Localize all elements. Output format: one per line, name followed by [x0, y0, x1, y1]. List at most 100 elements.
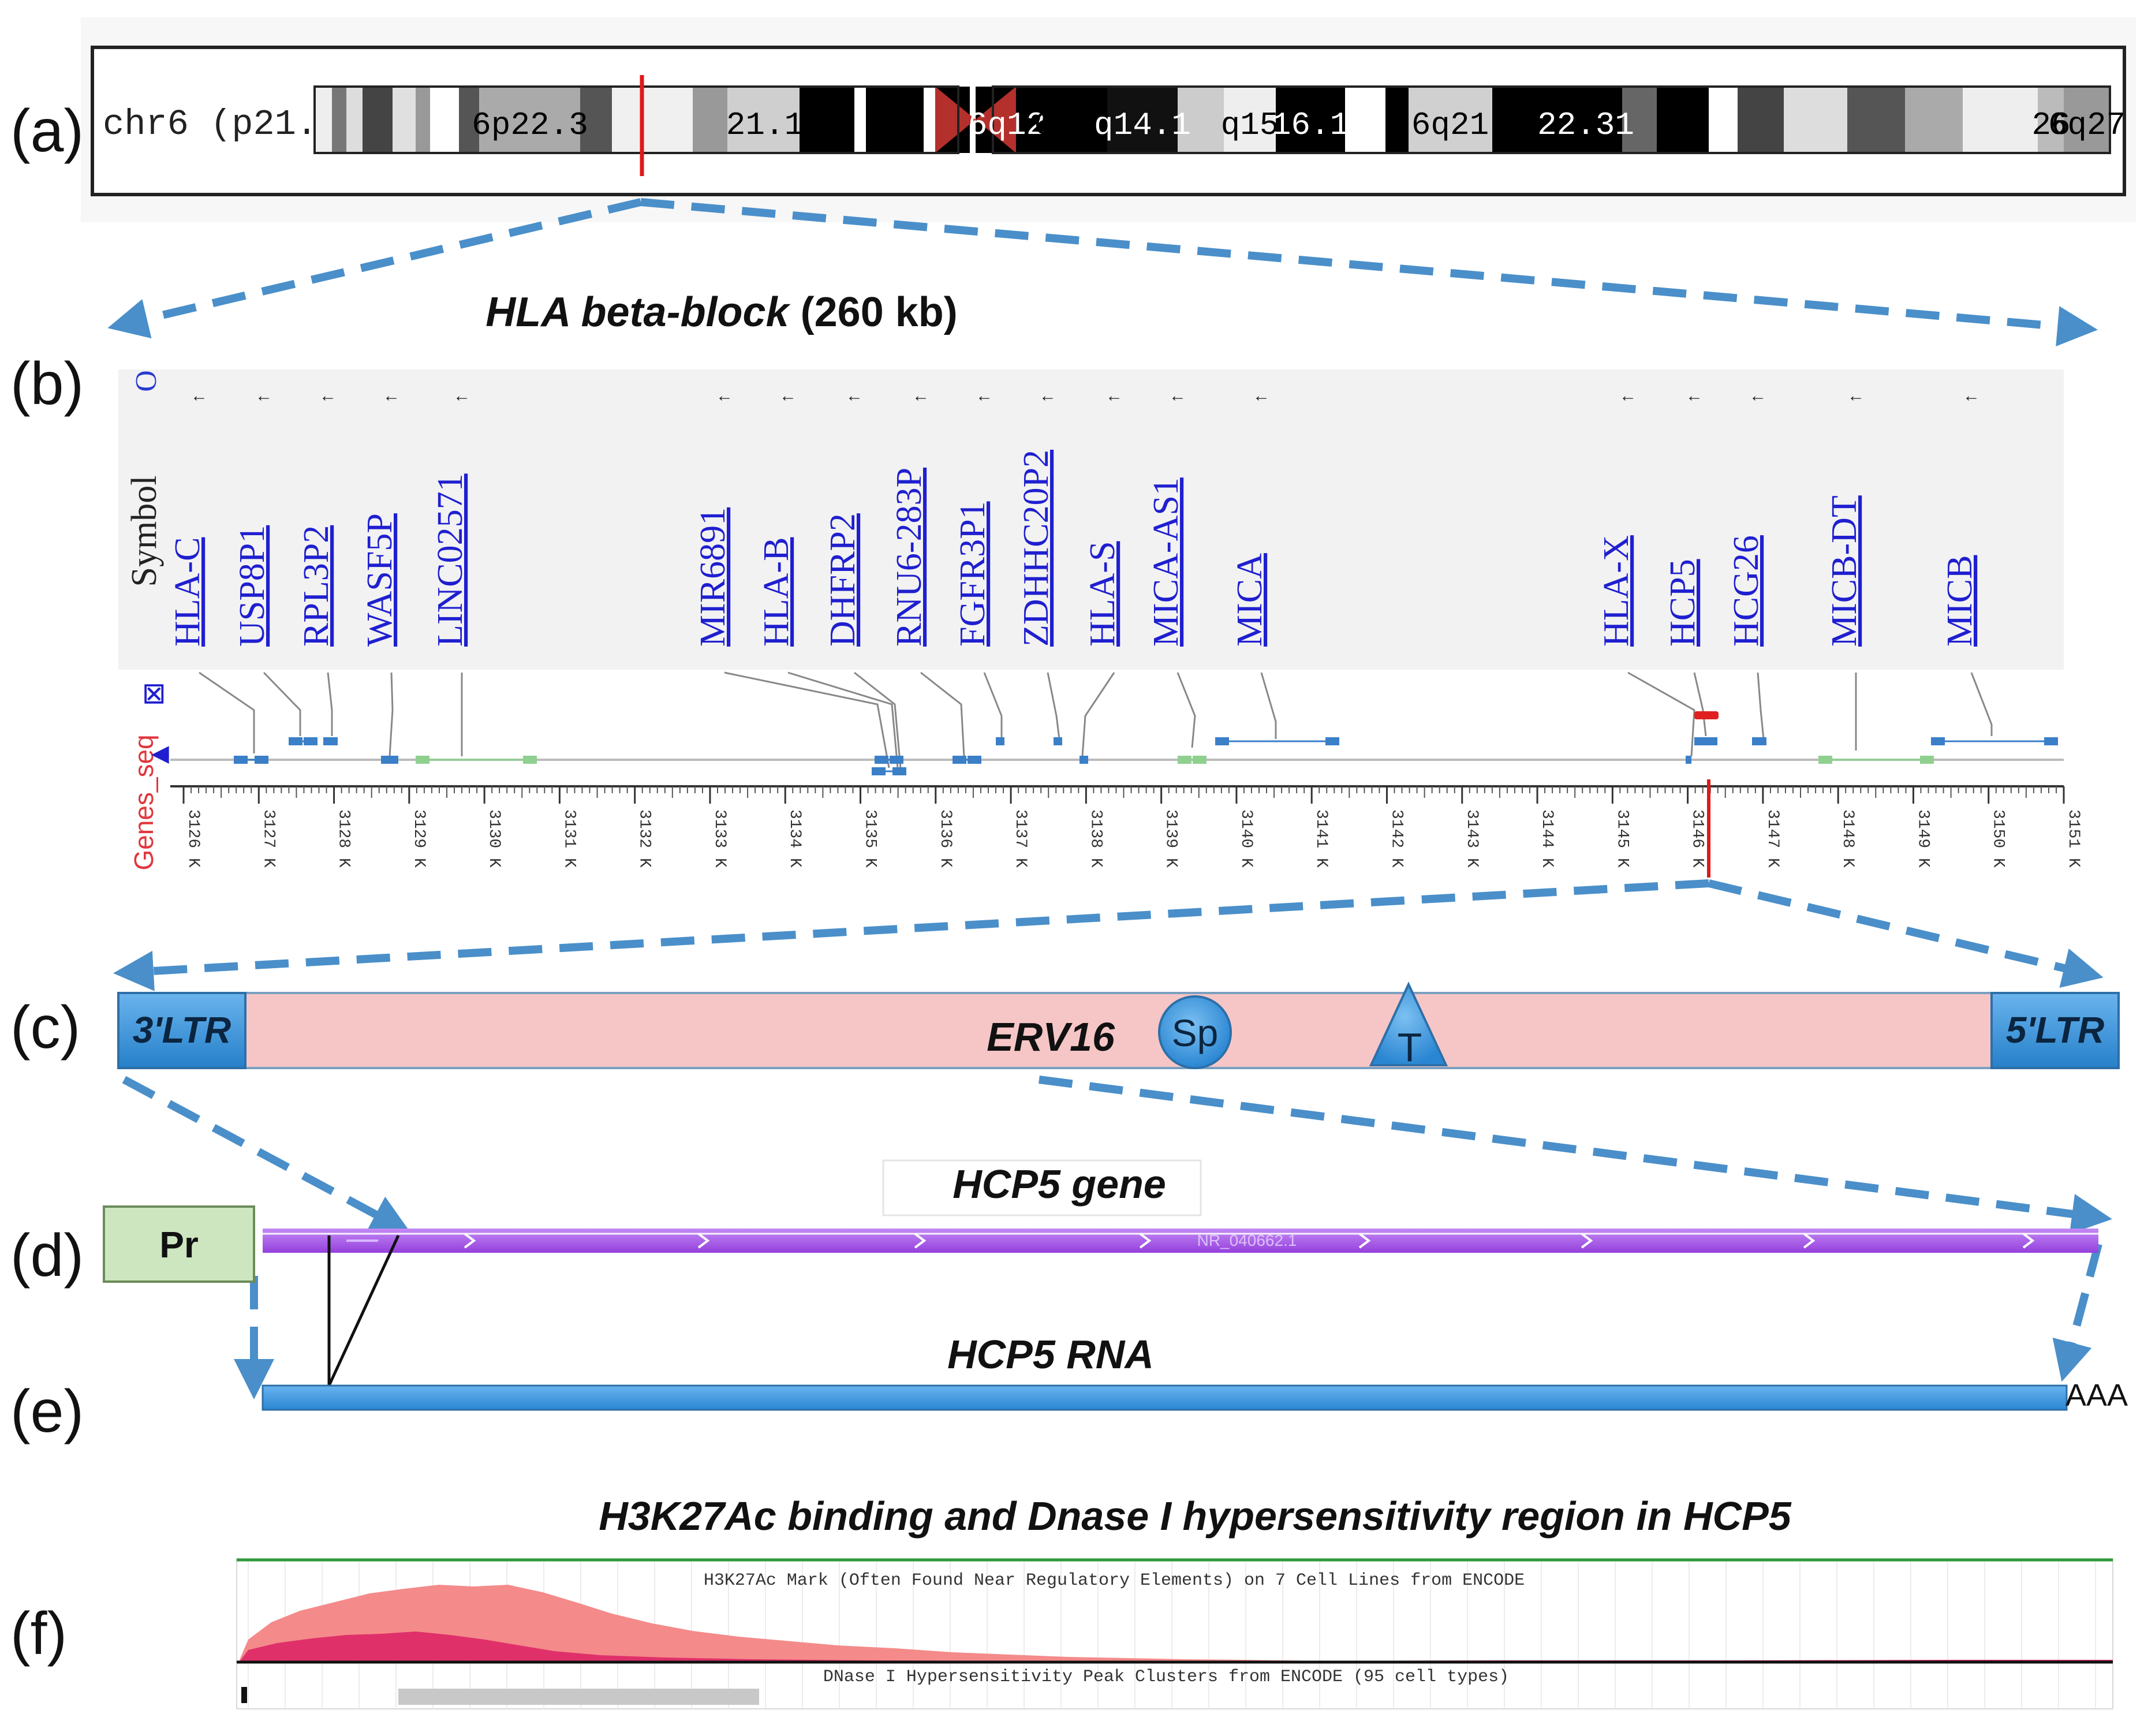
chromosome-band	[580, 87, 612, 153]
axis-tick-label: 3148 K	[1839, 809, 1857, 868]
axis-tick-label: 3126 K	[184, 809, 202, 868]
gene-map-panel: O Symbol Genes_seq ☒ ◀ HLA-C←USP8P1←RPL3…	[118, 369, 2082, 878]
strand-chevron-icon	[1358, 1233, 1371, 1249]
zoom-lines-c-to-d	[122, 1076, 2112, 1399]
strand-chevron-icon	[1581, 1233, 1593, 1249]
chromosome-band	[2038, 87, 2064, 153]
strand-arrow-icon: ←	[319, 386, 337, 405]
chromosome-band	[1622, 87, 1657, 153]
gene-exon	[1686, 756, 1691, 764]
gene-symbol-link[interactable]: HLA-S	[1083, 541, 1122, 647]
chromosome-band	[1738, 87, 1784, 153]
gene-connector	[1970, 672, 1993, 736]
chromosome-band	[1905, 87, 1963, 153]
symbol-label: Symbol	[125, 476, 164, 587]
gene-exon	[523, 756, 537, 764]
axis-tick-label: 3140 K	[1237, 809, 1255, 868]
centromere-left	[935, 87, 976, 153]
gene-symbol-link[interactable]: LINC02571	[431, 473, 470, 647]
gene-symbol-link[interactable]: MICB-DT	[1825, 495, 1864, 647]
gene-exon	[1080, 756, 1088, 764]
strand-arrow-icon: ←	[1749, 386, 1766, 405]
gene-exon	[968, 756, 981, 764]
strand-arrow-icon: ←	[255, 386, 272, 405]
gene-symbol-link[interactable]: DHFRP2	[823, 513, 862, 647]
gene-symbol-link[interactable]: MICA	[1230, 553, 1269, 647]
strand-arrow-icon: ←	[1169, 386, 1186, 405]
encode-panel: H3K27Ac binding and Dnase I hypersensiti…	[236, 1494, 2113, 1709]
gene-symbol-link[interactable]: MICB	[1940, 555, 1979, 647]
gene-symbol-link[interactable]: FGFR3P1	[953, 501, 992, 647]
strand-arrow-icon: ←	[1619, 386, 1637, 405]
close-icon[interactable]: ☒	[143, 681, 165, 709]
strand-arrow-icon: ←	[716, 386, 733, 405]
centromere-right	[976, 87, 1016, 153]
strand-arrow-icon: ←	[1039, 386, 1056, 405]
chromosome-band-label: 6p22.3	[472, 107, 588, 144]
gene-exon	[416, 756, 429, 764]
chromosome-band	[1550, 87, 1622, 153]
chromosome-band	[727, 87, 800, 153]
chromosome-band	[479, 87, 580, 153]
gene-exon	[1753, 737, 1766, 745]
gene-symbol-link[interactable]: USP8P1	[233, 525, 272, 647]
polya-tail-label: AAA	[2065, 1378, 2128, 1413]
h3k27ac-track-label: H3K27Ac Mark (Often Found Near Regulator…	[704, 1571, 1525, 1591]
chromosome-band-label: 16.1	[1272, 107, 1349, 144]
erv16-label: ERV16	[987, 1014, 1115, 1059]
gene-connector	[920, 671, 965, 757]
chromosome-band	[363, 87, 393, 153]
gene-symbol-link[interactable]: ZDHHC20P2	[1017, 450, 1056, 647]
gene-exon	[1215, 737, 1229, 745]
orientation-label: O	[130, 370, 163, 392]
hcp5-rna-bar	[262, 1384, 2068, 1411]
gene-connector	[1757, 672, 1765, 740]
gene-symbol-link[interactable]: HCG26	[1727, 535, 1766, 647]
chromosome-band-label: q15	[1221, 107, 1279, 144]
chromosome-band	[459, 87, 479, 153]
q-arm-outline	[992, 85, 2111, 154]
gene-symbol-link[interactable]: RPL3P2	[297, 525, 336, 647]
h3k27ac-signal-light	[240, 1585, 2113, 1662]
gene-exon	[1818, 756, 1832, 764]
sp-site-label: Sp	[1172, 1011, 1219, 1054]
genes-track-label: Genes_seq	[129, 734, 159, 870]
axis-tick-label: 3143 K	[1463, 809, 1481, 868]
chromosome-band	[1784, 87, 1847, 153]
axis-tick-label: 3129 K	[410, 809, 428, 868]
gene-exon	[1193, 756, 1207, 764]
gene-symbol-link[interactable]: RNU6-283P	[890, 468, 929, 647]
axis-tick-label: 3147 K	[1764, 809, 1781, 868]
axis-tick-label: 3131 K	[560, 809, 578, 868]
chromosome-band	[1657, 87, 1709, 153]
chromosome-band-label: 26	[2031, 107, 2070, 144]
gene-exon	[953, 756, 966, 764]
gene-symbol-link[interactable]: MIR6891	[693, 507, 733, 647]
gene-exon	[1920, 756, 1934, 764]
h3k27ac-signal-dark	[240, 1632, 2113, 1662]
chromosome-band	[854, 87, 866, 153]
axis-tick-label: 3136 K	[936, 809, 954, 868]
chromosome-band	[1107, 87, 1178, 153]
gene-symbol-link[interactable]: HCP5	[1663, 559, 1702, 647]
gene-symbol-link[interactable]: HLA-B	[757, 537, 796, 647]
dnase-peak-small	[241, 1687, 247, 1703]
encode-grid	[248, 1562, 2096, 1708]
gene-exon	[289, 737, 302, 745]
gene-symbol-link[interactable]: MICA-AS1	[1146, 477, 1186, 647]
gene-exon	[324, 737, 338, 745]
chromosome-band-label: 6q13	[1034, 107, 1111, 144]
strand-chevron-icon	[697, 1233, 710, 1249]
gene-symbol-link[interactable]: HLA-X	[1597, 535, 1636, 647]
chromosome-band	[1963, 87, 2038, 153]
axis-tick-label: 3132 K	[636, 809, 653, 868]
gene-connector	[1627, 671, 1695, 757]
gene-symbol-link[interactable]: HLA-C	[168, 537, 207, 647]
strand-arrow-icon: ←	[779, 386, 797, 405]
gene-connector	[1176, 672, 1196, 748]
strand-chevron-icon	[464, 1233, 476, 1249]
promoter-label: Pr	[159, 1224, 199, 1265]
gene-symbol-link[interactable]: WASF5P	[360, 513, 399, 647]
